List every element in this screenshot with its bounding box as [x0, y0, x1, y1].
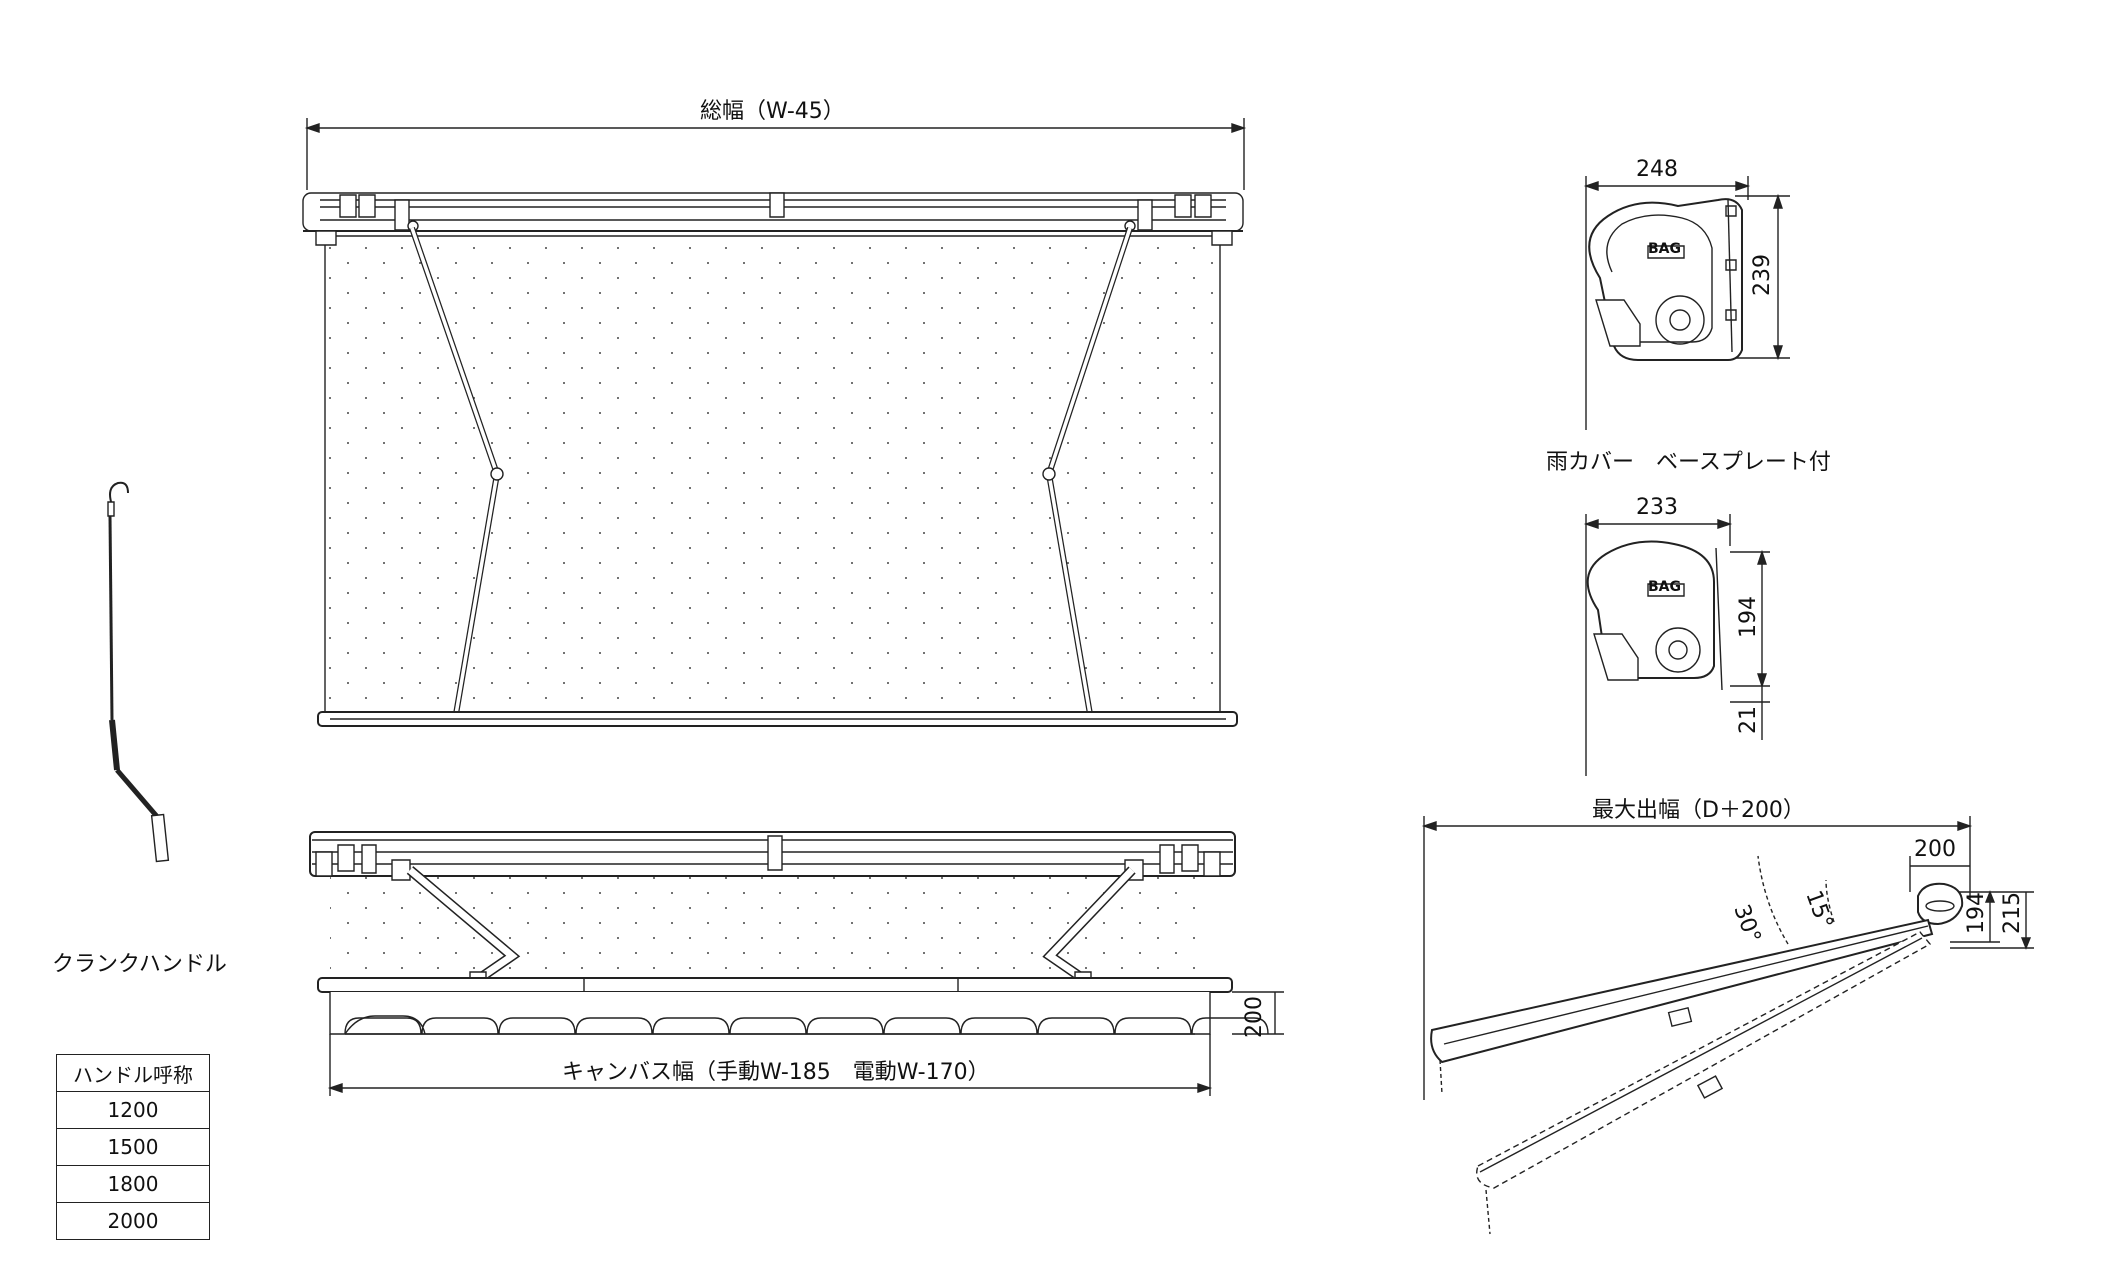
handle-table-header: ハンドル呼称 [56, 1054, 210, 1092]
max-projection-label: 最大出幅（D＋200） [1592, 798, 1805, 823]
handle-size-table: ハンドル呼称 1200 1500 1800 2000 [56, 1054, 210, 1240]
side-height-194-dim: 194 [1964, 892, 1989, 934]
handle-table-row: 1200 [56, 1091, 210, 1129]
plan-view [310, 832, 1284, 1096]
cassette-section-1 [1586, 176, 1790, 430]
handle-table-row: 2000 [56, 1202, 210, 1240]
side-height-215-dim: 215 [2000, 892, 2025, 934]
side-top-dim: 200 [1914, 837, 1956, 862]
box1-width-dim: 248 [1636, 157, 1678, 182]
handle-table-row: 1500 [56, 1128, 210, 1166]
canvas-width-label: キャンバス幅（手動W-185 電動W-170） [562, 1060, 990, 1085]
front-view [303, 118, 1244, 726]
valance-height-dim: 200 [1242, 996, 1267, 1038]
cassette-logo-1: BAG [1648, 241, 1681, 257]
handle-table-row: 1800 [56, 1165, 210, 1203]
crank-handle-drawing [108, 483, 168, 862]
box2-height-dim: 194 [1736, 596, 1761, 638]
box2-width-dim: 233 [1636, 495, 1678, 520]
box2-bottom-dim: 21 [1736, 706, 1761, 734]
side-profile [1424, 816, 2034, 1234]
crank-handle-label: クランクハンドル [52, 952, 227, 977]
cassette-logo-2: BAG [1648, 579, 1681, 595]
total-width-label: 総幅（W-45） [700, 99, 845, 124]
cassette-section-2 [1586, 514, 1770, 776]
rain-cover-label: 雨カバー ベースプレート付 [1546, 450, 1831, 475]
box1-height-dim: 239 [1750, 254, 1775, 296]
